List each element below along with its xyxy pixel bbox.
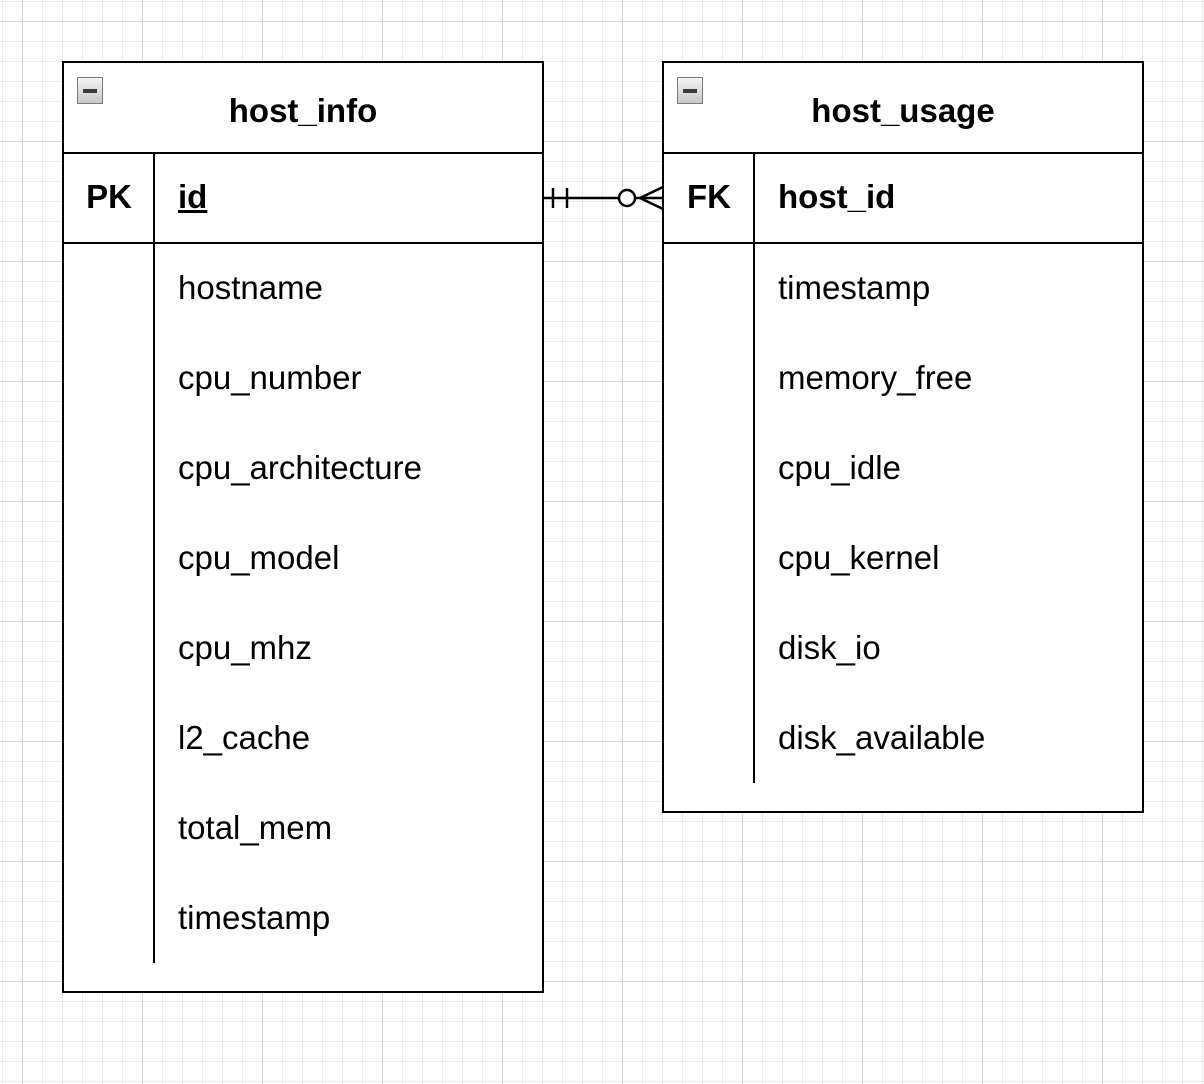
attribute-row[interactable]: l2_cache bbox=[178, 719, 311, 756]
host-usage-key-row[interactable]: FK host_id bbox=[664, 152, 1142, 244]
attribute-row[interactable]: cpu_architecture bbox=[178, 449, 422, 486]
key-column-divider bbox=[753, 152, 755, 242]
attribute-row[interactable]: disk_io bbox=[778, 629, 881, 666]
key-column-divider bbox=[753, 243, 755, 783]
host-info-header[interactable]: host_info bbox=[64, 63, 542, 154]
foreign-key-label: FK bbox=[687, 178, 731, 215]
attribute-row[interactable]: cpu_idle bbox=[778, 449, 901, 486]
attribute-row[interactable]: cpu_kernel bbox=[778, 539, 940, 576]
collapse-minus-icon[interactable] bbox=[677, 77, 703, 104]
key-column-divider bbox=[153, 152, 155, 242]
host-usage-attribute-list: timestamp memory_free cpu_idle cpu_kerne… bbox=[778, 243, 985, 783]
foreign-key-field: host_id bbox=[778, 178, 896, 215]
attribute-row[interactable]: memory_free bbox=[778, 359, 973, 396]
host-usage-table[interactable]: host_usage FK host_id timestamp memory_f… bbox=[662, 61, 1144, 813]
attribute-row[interactable]: timestamp bbox=[778, 269, 931, 306]
attribute-row[interactable]: hostname bbox=[178, 269, 323, 306]
zero-optional-marker bbox=[617, 188, 637, 208]
attribute-row[interactable]: disk_available bbox=[778, 719, 986, 756]
host-info-attribute-list: hostname cpu_number cpu_architecture cpu… bbox=[178, 243, 422, 963]
host-usage-title: host_usage bbox=[811, 92, 995, 129]
collapse-minus-icon[interactable] bbox=[77, 77, 103, 104]
primary-key-field: id bbox=[178, 178, 208, 215]
crows-foot-marker bbox=[639, 185, 664, 200]
crows-foot-marker bbox=[639, 196, 664, 211]
attribute-row[interactable]: total_mem bbox=[178, 809, 333, 846]
primary-key-label: PK bbox=[86, 178, 132, 215]
host-usage-header[interactable]: host_usage bbox=[664, 63, 1142, 154]
attribute-row[interactable]: cpu_mhz bbox=[178, 629, 312, 666]
host-info-key-row[interactable]: PK id bbox=[64, 152, 542, 244]
attribute-row[interactable]: cpu_number bbox=[178, 359, 362, 396]
attribute-row[interactable]: cpu_model bbox=[178, 539, 340, 576]
key-column-divider bbox=[153, 243, 155, 963]
attribute-row[interactable]: timestamp bbox=[178, 899, 331, 936]
relationship-connector[interactable] bbox=[540, 180, 666, 220]
host-info-title: host_info bbox=[228, 92, 378, 129]
host-info-table[interactable]: host_info PK id hostname cpu_number cpu_… bbox=[62, 61, 544, 993]
